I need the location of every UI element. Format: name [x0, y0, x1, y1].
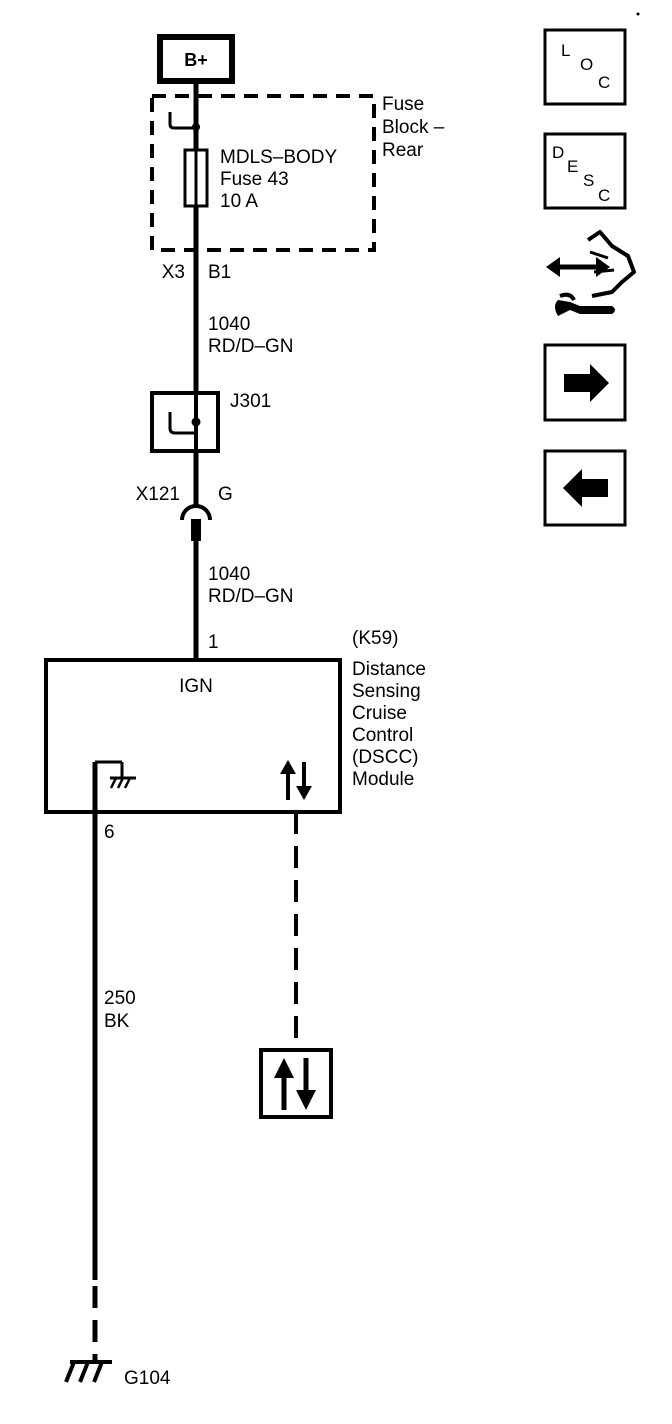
arrow-left-icon [563, 469, 608, 507]
module-name-line5: (DSCC) [352, 747, 419, 768]
arrow-right-icon [564, 364, 609, 402]
serial-data-icon [280, 760, 312, 800]
wire-middle-color: RD/D–GN [208, 586, 294, 607]
serial-data-reference-box[interactable] [259, 1048, 333, 1119]
wire-upper-color: RD/D–GN [208, 336, 294, 357]
loc-button[interactable]: L O C [543, 28, 627, 106]
next-button[interactable] [543, 343, 627, 422]
splice-label: J301 [230, 391, 271, 412]
desc-letter-s: S [583, 171, 594, 190]
loc-letter-l: L [561, 41, 570, 60]
module-name-line1: Distance [352, 659, 426, 680]
module-name-line6: Module [352, 769, 414, 790]
fuse-block-enclosure [150, 94, 376, 252]
power-label: B+ [184, 50, 208, 70]
module-pin-ground: 6 [104, 822, 115, 843]
busbar-tap-icon [168, 112, 200, 131]
fuse-block-label-line2: Block – [382, 117, 445, 138]
module-ign-label: IGN [179, 676, 213, 697]
connector-x121-label: X121 [136, 484, 180, 505]
prev-button[interactable] [543, 449, 627, 527]
fuse-block-label-line1: Fuse [382, 94, 424, 115]
battery-positive-source: B+ [157, 34, 235, 84]
desc-letter-d: D [552, 143, 564, 162]
connector-x3-pin: B1 [208, 262, 231, 283]
connector-x3-label: X3 [162, 262, 185, 283]
hand-wrench-icon[interactable] [546, 230, 636, 316]
fuse-block-label-line3: Rear [382, 140, 424, 161]
wire-middle-circuit: 1040 [208, 564, 250, 585]
wire-ground-circuit: 250 [104, 988, 136, 1009]
connector-x121-pin: G [218, 484, 233, 505]
module-name-line4: Control [352, 725, 413, 746]
loc-letter-c: C [598, 73, 610, 92]
dscc-module-box [44, 658, 342, 814]
wire-ground-color: BK [104, 1011, 130, 1032]
internal-ground-icon [95, 760, 136, 789]
fuse-number: Fuse 43 [220, 169, 289, 190]
module-name-line2: Sensing [352, 681, 421, 702]
ground-label: G104 [124, 1368, 171, 1389]
desc-button[interactable]: D E S C [543, 132, 627, 210]
fuse-name: MDLS–BODY [220, 147, 338, 168]
desc-letter-e: E [567, 157, 578, 176]
fuse-rating: 10 A [220, 191, 258, 212]
wire-upper-circuit: 1040 [208, 314, 250, 335]
corner-dot [636, 12, 640, 16]
module-ref: (K59) [352, 628, 398, 649]
desc-letter-c: C [598, 186, 610, 205]
connector-x121-symbol [180, 504, 212, 541]
module-name-line3: Cruise [352, 703, 407, 724]
splice-j301 [150, 391, 220, 453]
module-pin-ign: 1 [208, 632, 219, 653]
loc-letter-o: O [580, 55, 593, 74]
ground-g104-icon [64, 1360, 112, 1383]
